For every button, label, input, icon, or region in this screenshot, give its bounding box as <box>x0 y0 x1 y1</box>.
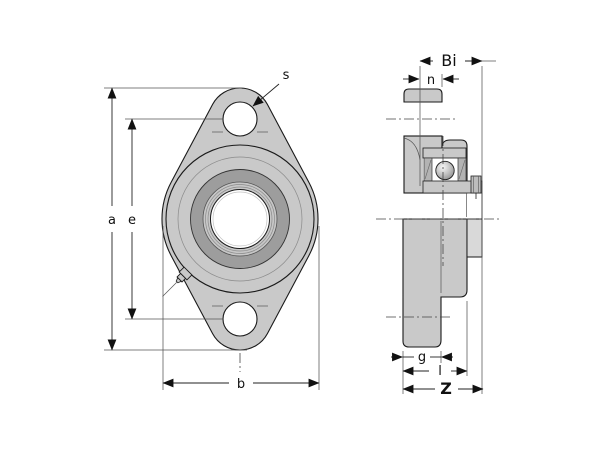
dimension-n: n <box>403 73 459 88</box>
dimension-b: b <box>162 226 320 392</box>
outer-ring-section <box>422 147 467 159</box>
lobe-crease-lines <box>212 131 268 307</box>
dimension-a: a <box>104 87 247 351</box>
flange-lobe-silhouette <box>403 137 421 161</box>
dimension-e: e <box>125 118 223 320</box>
dim-label-s: s <box>283 68 290 83</box>
bolt-hole-top <box>222 101 258 137</box>
dimension-l: l <box>402 301 468 379</box>
side-section-view: Bi n g l Z <box>376 51 502 398</box>
dim-label-a: a <box>108 213 116 228</box>
housing-exterior-bottom <box>402 218 468 348</box>
set-screw <box>470 175 482 199</box>
hub-exterior <box>466 218 483 258</box>
front-view: a e b s <box>104 68 320 392</box>
bolt-hole-bottom <box>222 301 258 337</box>
housing-chamfer-ring <box>177 156 303 282</box>
dimension-Bi: Bi <box>419 51 496 394</box>
shaft-bore <box>210 189 270 249</box>
inner-ring-step2 <box>207 186 273 252</box>
dim-label-e: e <box>128 213 136 228</box>
dim-label-Bi: Bi <box>441 51 456 70</box>
ball-section <box>435 160 455 181</box>
leader-s: s <box>252 68 290 107</box>
dim-label-n: n <box>427 73 435 88</box>
grease-fitting <box>162 266 193 297</box>
dimension-Z: Z <box>402 379 484 398</box>
dim-label-b: b <box>237 377 245 392</box>
dim-label-l: l <box>438 364 442 379</box>
dim-label-g: g <box>418 350 426 365</box>
seal-sections <box>423 157 467 182</box>
flange-plate-top <box>403 88 443 103</box>
dim-label-Z: Z <box>440 379 452 398</box>
inner-ring-step1 <box>205 184 275 254</box>
bore-chamfer <box>212 191 268 247</box>
